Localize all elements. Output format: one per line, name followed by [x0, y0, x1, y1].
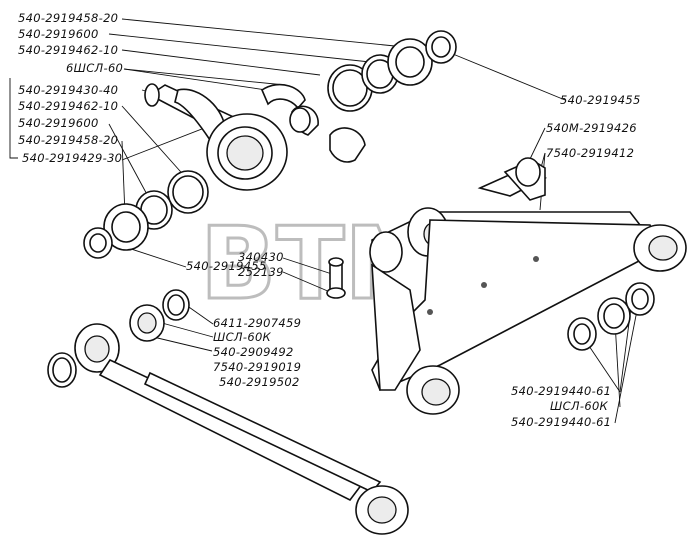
right-bushings [567, 282, 655, 351]
label-540-2919430-40: 540-2919430-40 [18, 83, 118, 97]
label-540-2919462-10-mid: 540-2919462-10 [18, 99, 118, 113]
left-rings-stack [83, 170, 209, 259]
label-540-2919600-top: 540-2919600 [18, 27, 99, 41]
label-540-2919429-30: 540-2919429-30 [22, 151, 122, 165]
label-540-2919440-61-second: 540-2919440-61 [511, 415, 611, 429]
label-340430: 340430 [238, 250, 284, 264]
label-252139: 252139 [238, 265, 284, 279]
label-7540-2919412: 7540-2919412 [546, 146, 634, 160]
label-540-2919455-right: 540-2919455 [560, 93, 641, 107]
part-labels: 540-2919458-20 540-2919600 540-2919462-1… [18, 11, 641, 429]
lower-joint-parts [129, 289, 190, 342]
label-540m-2919426: 540M-2919426 [546, 121, 637, 135]
label-7540-2919019: 7540-2919019 [213, 360, 301, 374]
label-540-2919600-mid: 540-2919600 [18, 116, 99, 130]
label-540-2919462-10-top: 540-2919462-10 [18, 43, 118, 57]
label-6411-2907459: 6411-2907459 [213, 316, 301, 330]
label-shsl-60k-middle: ШСЛ-60К [213, 330, 272, 344]
bolt-and-washer [326, 257, 346, 299]
upper-pin-assembly [144, 30, 457, 191]
label-540-2909492: 540-2909492 [213, 345, 294, 359]
label-540-2919458-20-top: 540-2919458-20 [18, 11, 118, 25]
label-540-2919458-20-mid: 540-2919458-20 [18, 133, 118, 147]
label-540-2919455-center: 540-2919455 [186, 259, 267, 273]
label-6shsl-60: 6ШСЛ-60 [66, 61, 123, 75]
tie-rod [47, 323, 409, 535]
label-shsl-60k-bottom: ШСЛ-60К [550, 399, 609, 413]
left-group-bracket [9, 78, 18, 159]
label-540-2919502: 540-2919502 [219, 375, 300, 389]
a-frame-arm [371, 219, 687, 415]
label-540-2919440-61-first: 540-2919440-61 [511, 384, 611, 398]
